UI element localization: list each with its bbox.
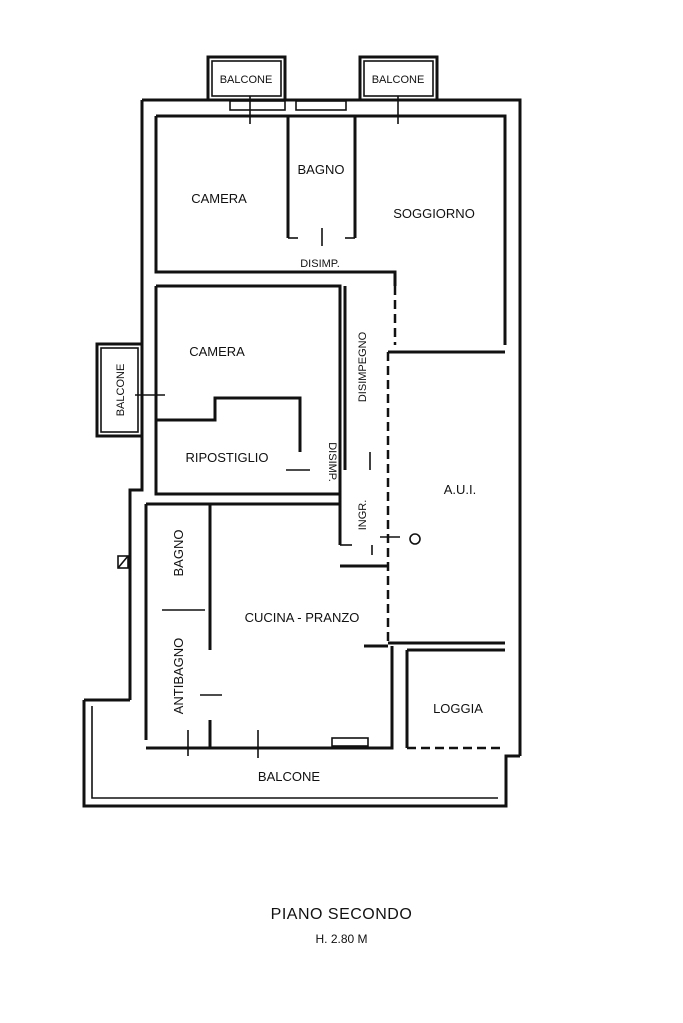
left-balcony — [95, 342, 144, 438]
ceiling-height: H. 2.80 M — [315, 932, 368, 946]
label-balcone-top-right: BALCONE — [372, 74, 425, 86]
label-aui: A.U.I. — [444, 482, 477, 497]
outer-walls — [82, 98, 522, 808]
floor-title: PIANO SECONDO — [270, 906, 413, 923]
label-bagno-2: BAGNO — [171, 530, 186, 577]
label-disimp-2: DISIMP. — [326, 442, 338, 482]
label-balcone-bottom: BALCONE — [258, 769, 320, 784]
label-ripostiglio: RIPOSTIGLIO — [185, 450, 268, 465]
label-disimp-1: DISIMP. — [300, 258, 340, 270]
label-loggia: LOGGIA — [433, 701, 483, 716]
label-ingr: INGR. — [357, 500, 369, 531]
label-antibagno: ANTIBAGNO — [171, 638, 186, 715]
label-balcone-top-left: BALCONE — [220, 74, 273, 86]
label-camera-2: CAMERA — [189, 344, 245, 359]
label-cucina-pranzo: CUCINA - PRANZO — [245, 610, 360, 625]
interior-walls — [91, 114, 507, 799]
label-balcone-left: BALCONE — [115, 364, 127, 417]
window-markers — [117, 96, 421, 758]
label-disimpegno: DISIMPEGNO — [357, 331, 369, 402]
label-camera-1: CAMERA — [191, 191, 247, 206]
label-soggiorno: SOGGIORNO — [393, 206, 475, 221]
room-labels: BALCONE BALCONE CAMERA BAGNO SOGGIORNO D… — [115, 74, 483, 784]
label-bagno-1: BAGNO — [298, 162, 345, 177]
